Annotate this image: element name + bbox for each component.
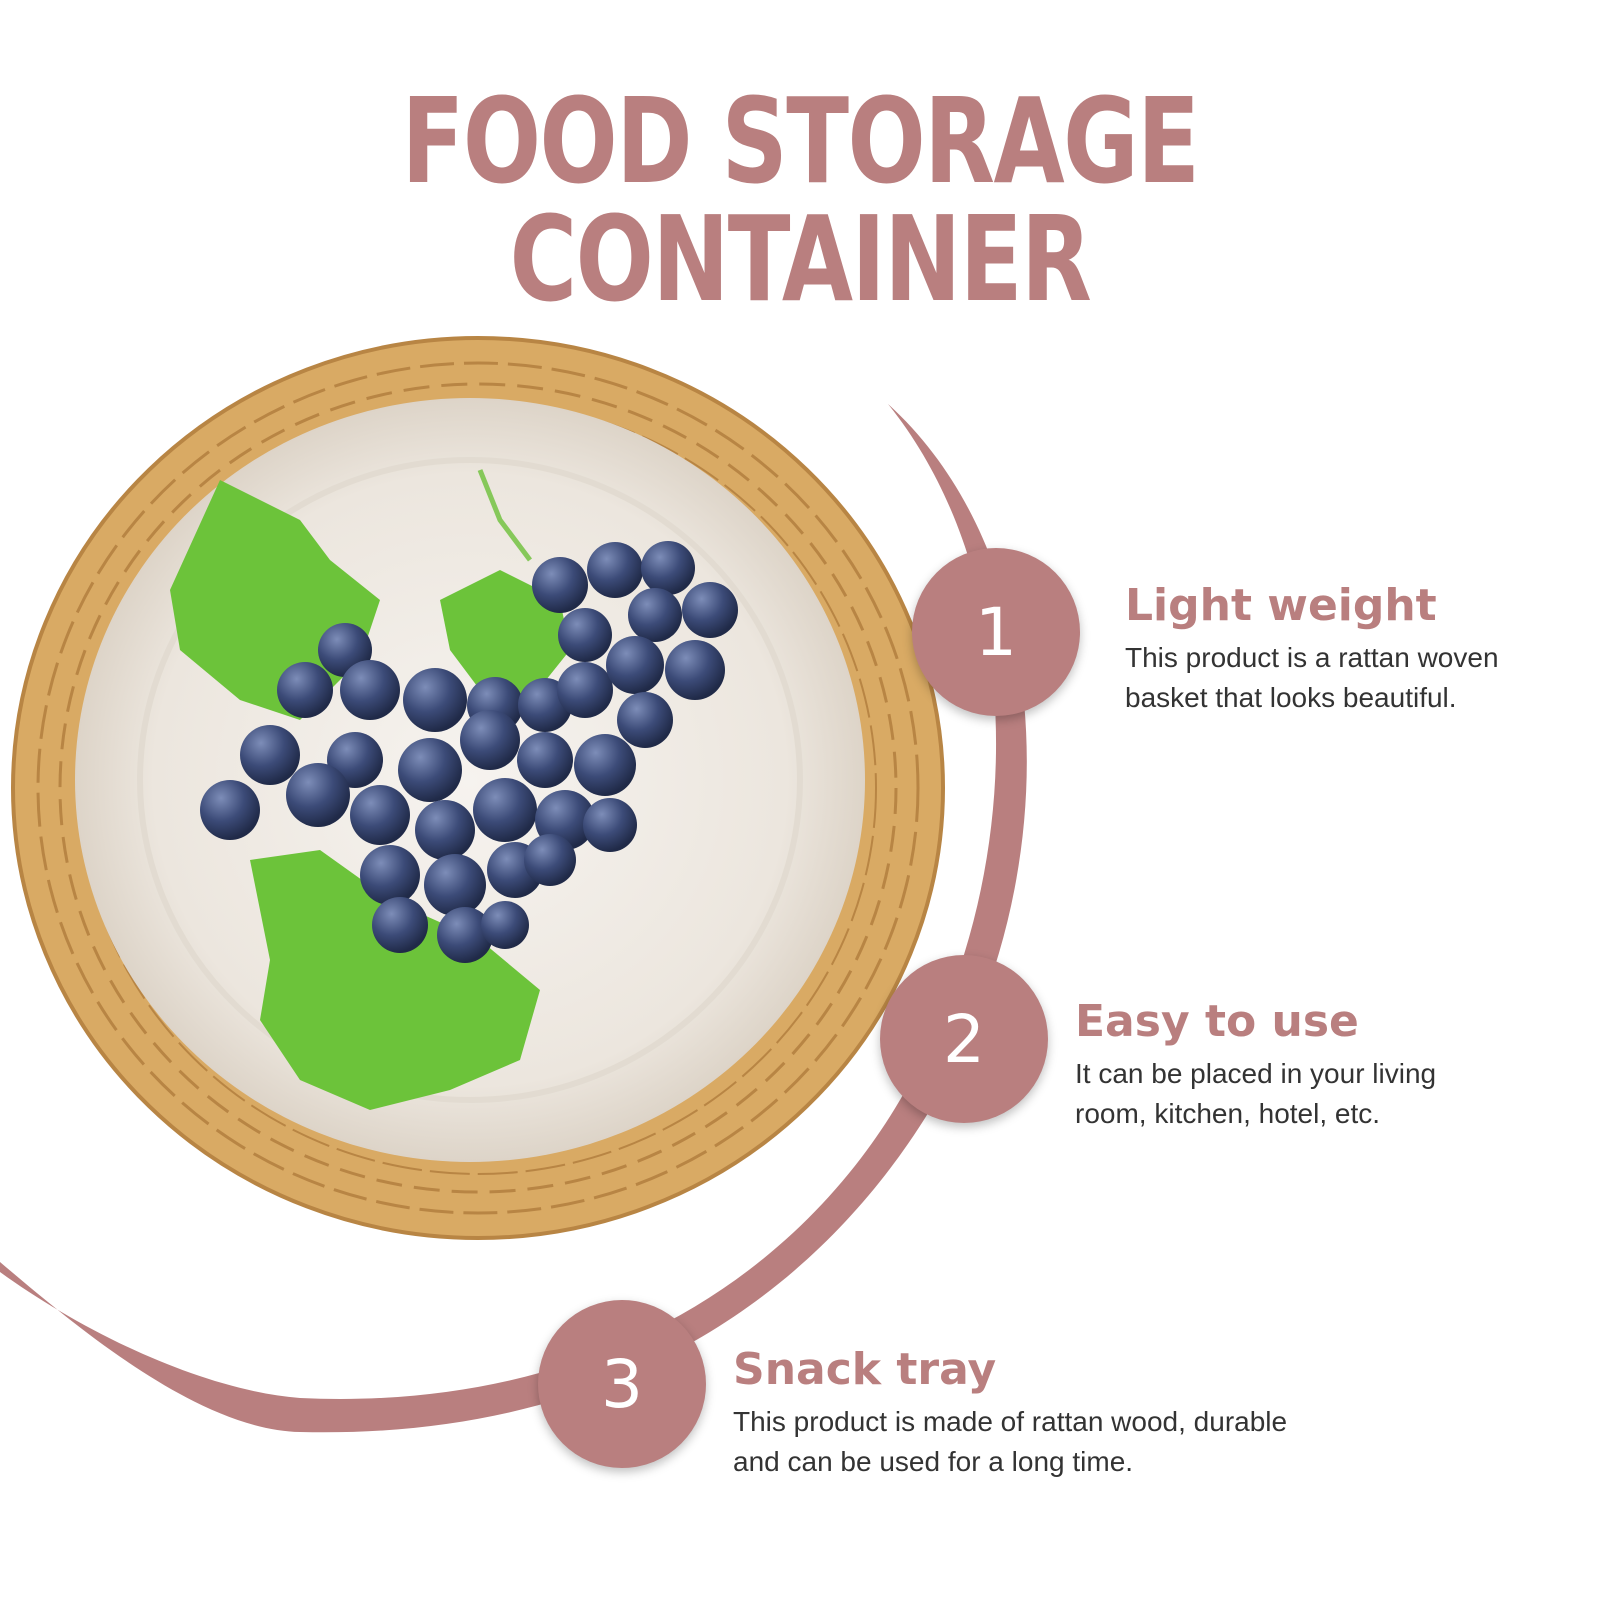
feature-easy-to-use: Easy to use It can be placed in your liv… [1075,996,1436,1134]
feature-description-line: It can be placed in your living [1075,1058,1437,1090]
feature-description-line: basket that looks beautiful. [1125,682,1457,714]
feature-description: This product is a rattan woven basket th… [1125,638,1499,718]
feature-snack-tray: Snack tray This product is made of ratta… [733,1344,1287,1482]
feature-title: Easy to use [1075,996,1359,1047]
page-title: FOOD STORAGE CONTAINER [401,72,1200,328]
step-3-badge: 3 [538,1300,706,1468]
feature-description-line: room, kitchen, hotel, etc. [1075,1098,1381,1130]
step-1-badge: 1 [912,548,1080,716]
feature-description-line: This product is made of rattan wood, dur… [733,1406,1288,1438]
feature-title: Snack tray [733,1344,997,1395]
feature-title: Light weight [1125,580,1437,631]
feature-description-line: This product is a rattan woven [1125,642,1499,674]
feature-light-weight: Light weight This product is a rattan wo… [1125,580,1499,718]
feature-description-line: and can be used for a long time. [733,1446,1134,1478]
feature-description: This product is made of rattan wood, dur… [733,1402,1287,1482]
step-2-badge: 2 [880,955,1048,1123]
basket [11,336,945,1240]
grape-bunch [200,541,738,963]
feature-description: It can be placed in your living room, ki… [1075,1054,1436,1134]
